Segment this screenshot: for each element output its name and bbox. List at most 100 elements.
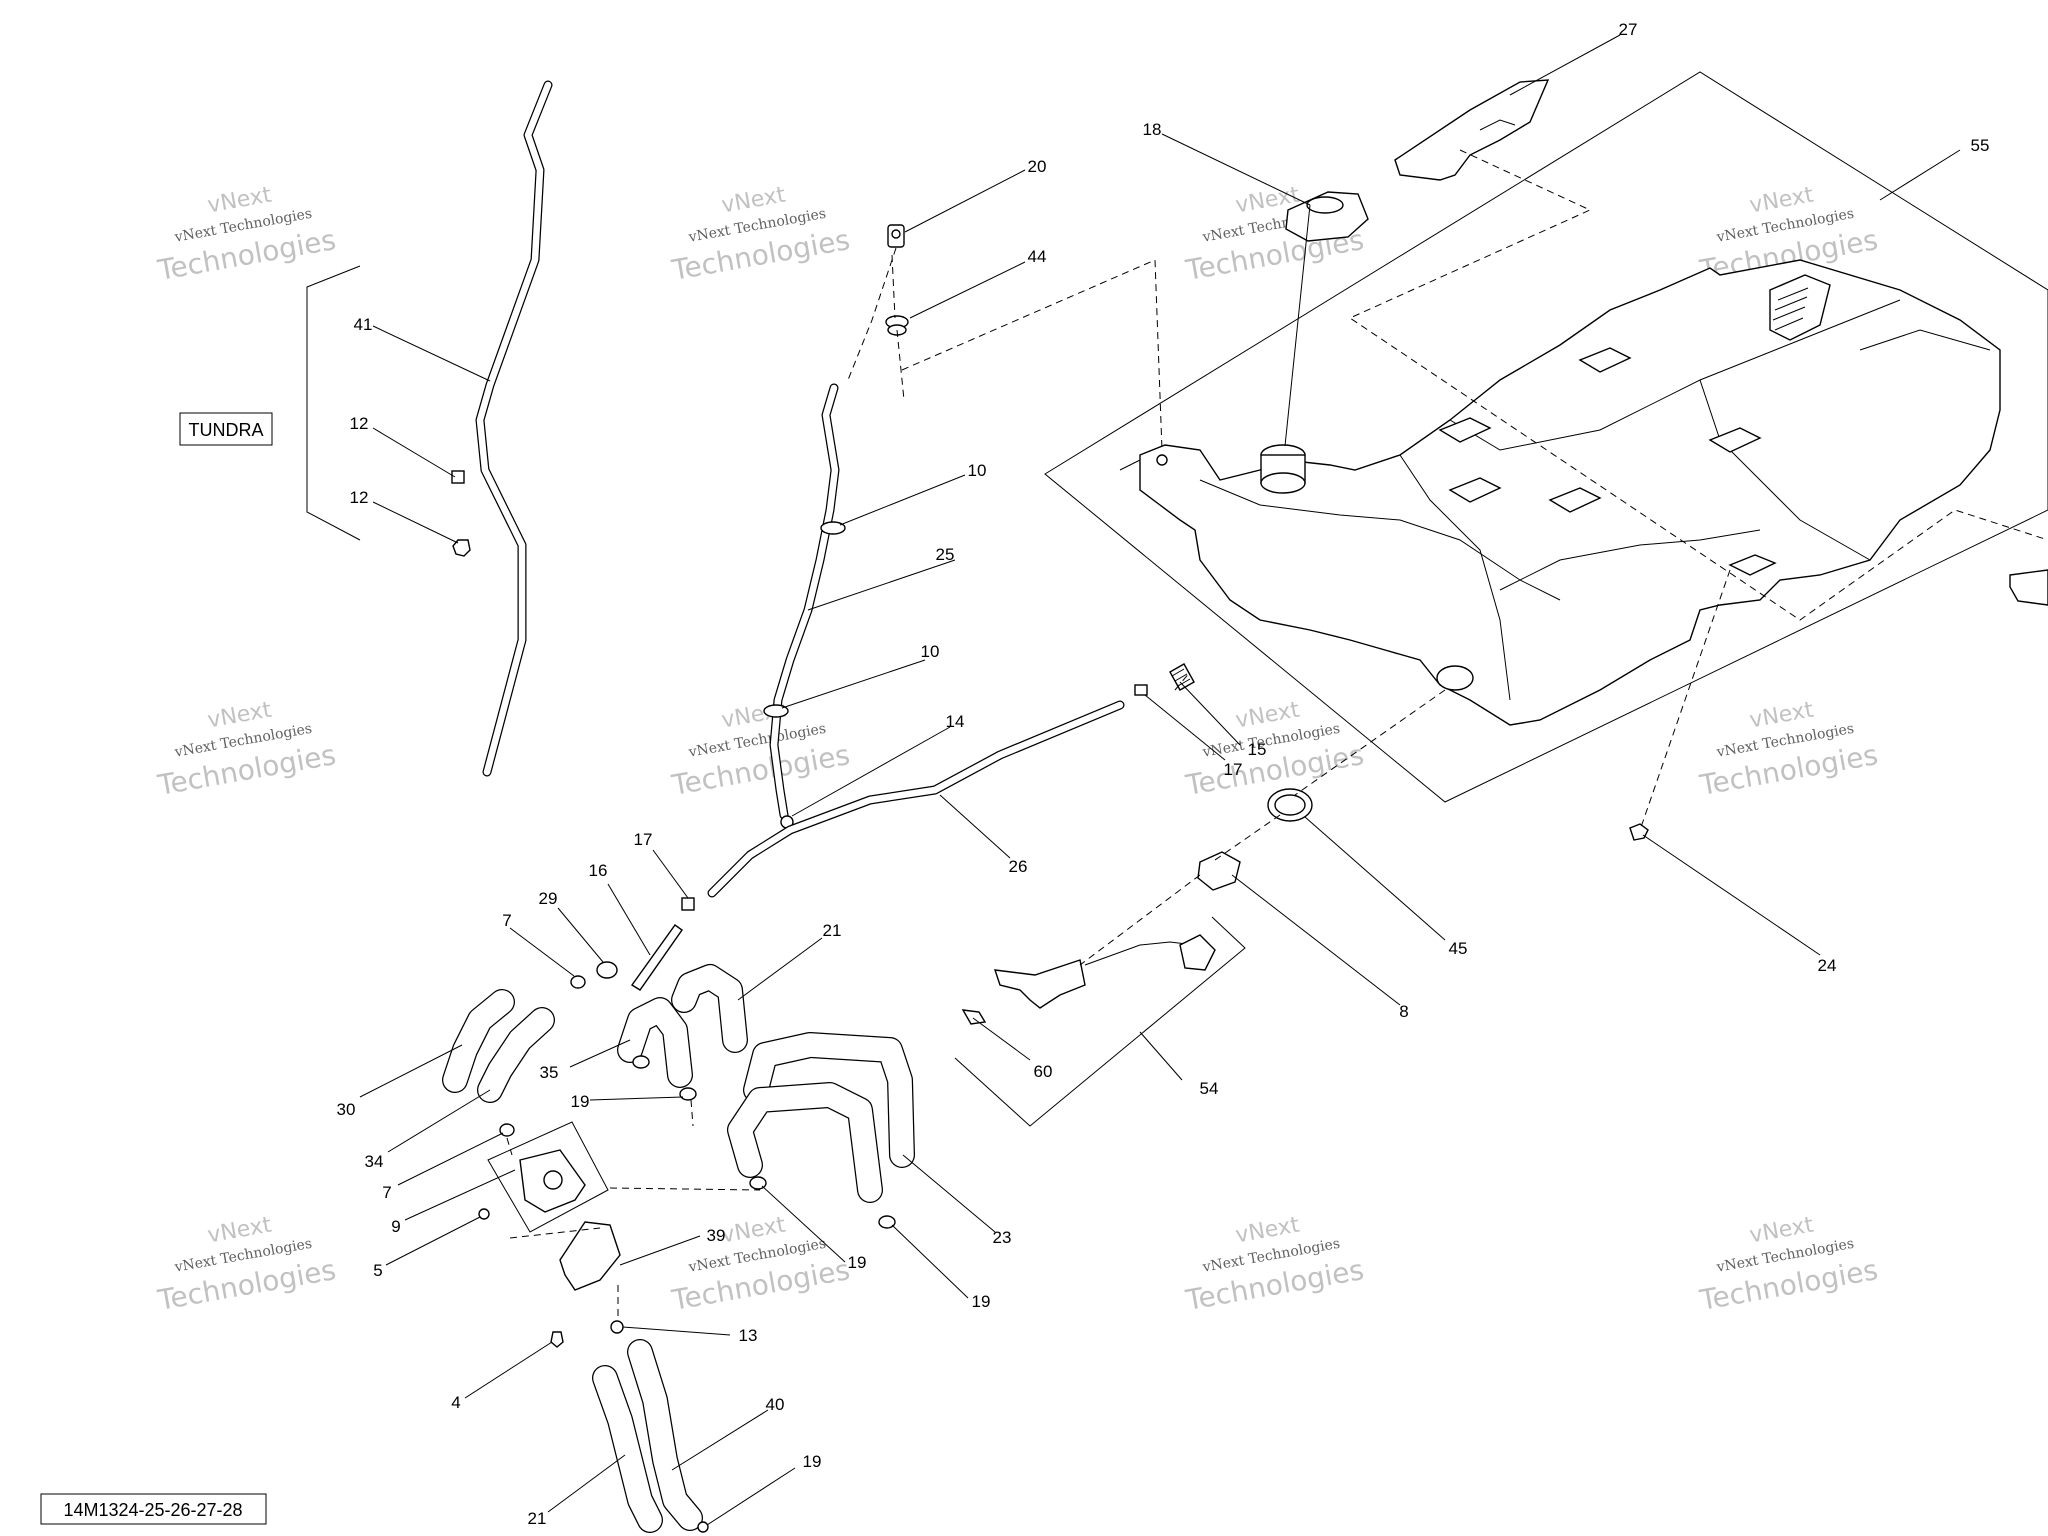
dash-line [1079, 874, 1201, 966]
grommet-29 [596, 961, 618, 979]
callout-30: 30 [337, 1100, 356, 1119]
clamp-19 [878, 1215, 896, 1229]
leader-34 [387, 1089, 491, 1153]
tank-group-outline [1044, 71, 2048, 803]
fuel-sender-54 [993, 959, 1086, 1009]
clamp-7-lower [499, 1123, 515, 1137]
hose-35-fill [618, 998, 692, 1087]
pump-group-outline [487, 1121, 609, 1233]
leader-21a [737, 937, 823, 1001]
tank-contour [1399, 454, 1511, 701]
leader-12a [372, 427, 456, 478]
callout-18: 18 [1143, 120, 1162, 139]
mount-pad [1448, 477, 1502, 503]
fuel-cap-top [1306, 196, 1344, 214]
callout-19: 19 [803, 1452, 822, 1471]
vent-fitting [1119, 459, 1141, 471]
callout-21: 21 [528, 1509, 547, 1528]
clamp-19 [679, 1087, 697, 1101]
callout-26: 26 [1009, 857, 1028, 876]
callout-24: 24 [1818, 956, 1837, 975]
callout-7: 7 [502, 911, 511, 930]
drawing-number-box [40, 1493, 267, 1525]
leader-23 [902, 1154, 996, 1233]
leader-41 [372, 325, 491, 382]
leader-14 [791, 726, 951, 817]
callout-20: 20 [1028, 157, 1047, 176]
leader-24 [1642, 834, 1821, 956]
hose-21-lower-fill [593, 1366, 662, 1532]
mount-pad [1578, 347, 1632, 373]
mount-pad [1708, 427, 1762, 453]
leader-10a [839, 474, 966, 526]
callout-54: 54 [1200, 1079, 1219, 1098]
tank-contour [1859, 329, 1991, 351]
sender-arm [1084, 941, 1196, 966]
leader-26 [939, 794, 1011, 859]
leader-30 [359, 1044, 463, 1098]
clip-12-lower [452, 539, 471, 557]
watermark: vNext vNext Technologies Technologies [155, 698, 339, 803]
watermark-text: vNext [206, 183, 274, 219]
leader-7b [397, 1132, 504, 1186]
leader-13 [622, 1326, 731, 1336]
watermark: vNext vNext Technologies Technologies [669, 1213, 853, 1318]
leader-15 [1179, 681, 1241, 746]
clip-12-upper [451, 470, 465, 484]
hose-23-upper-fill [744, 1033, 914, 1167]
watermark-text: vNext [720, 1213, 788, 1249]
watermark: vNext vNext Technologies Technologies [1697, 1213, 1881, 1318]
callout-27: 27 [1619, 20, 1638, 39]
callout-17: 17 [1224, 760, 1243, 779]
leader-8 [1231, 874, 1401, 1006]
valve-20-port [891, 229, 901, 239]
fuel-line-26-fill [708, 701, 1124, 897]
clamp-7-upper [570, 975, 586, 989]
dash-line [1174, 671, 1191, 691]
leader-60 [972, 1017, 1031, 1061]
callout-15: 15 [1248, 740, 1267, 759]
tundra-group: TUNDRA [179, 80, 553, 777]
callout-19: 19 [972, 1292, 991, 1311]
watermark: vNext vNext Technologies Technologies [155, 183, 339, 288]
watermark-text: vNext [206, 1213, 274, 1249]
drawing-number: 14M1324-25-26-27-28 [63, 1500, 242, 1520]
dash-line [1294, 689, 1446, 796]
clamp-17 [681, 897, 695, 911]
hose-21-upper-fill [672, 965, 747, 1052]
clip-60 [961, 1009, 987, 1025]
callout-44: 44 [1028, 247, 1047, 266]
leader-18b [1284, 204, 1311, 447]
leader-27 [1509, 34, 1621, 96]
clamp-19-lower [697, 1521, 709, 1533]
bracket-39 [559, 1221, 621, 1291]
leader-19b [761, 1185, 846, 1263]
callout-35: 35 [540, 1063, 559, 1082]
dash-line [901, 259, 1163, 451]
leader-25 [807, 559, 956, 611]
callout-45: 45 [1449, 939, 1468, 958]
valve-16 [630, 924, 683, 991]
leader-54 [1139, 1031, 1183, 1081]
watermark: vNext vNext Technologies Technologies [155, 1213, 339, 1318]
mount-pad [1438, 417, 1492, 443]
vent-grille [1769, 274, 1831, 341]
tank-contour [1449, 299, 1901, 451]
dash-line [1214, 814, 1281, 861]
callout-13: 13 [739, 1326, 758, 1345]
watermark: vNext vNext Technologies Technologies [669, 698, 853, 803]
clamp-17-upper [1134, 684, 1148, 696]
callout-10: 10 [921, 642, 940, 661]
clamp-13 [610, 1320, 624, 1334]
callout-19: 19 [571, 1092, 590, 1111]
leader-44 [909, 261, 1026, 319]
leader-18 [1161, 133, 1311, 206]
callout-60: 60 [1034, 1062, 1053, 1081]
callout-40: 40 [766, 1395, 785, 1414]
leader-39 [619, 1235, 701, 1266]
dash-line [891, 254, 905, 401]
callout-39: 39 [707, 1226, 726, 1245]
callout-25: 25 [936, 545, 955, 564]
lock-ring-45-inner [1274, 794, 1306, 816]
callout-8: 8 [1399, 1002, 1408, 1021]
